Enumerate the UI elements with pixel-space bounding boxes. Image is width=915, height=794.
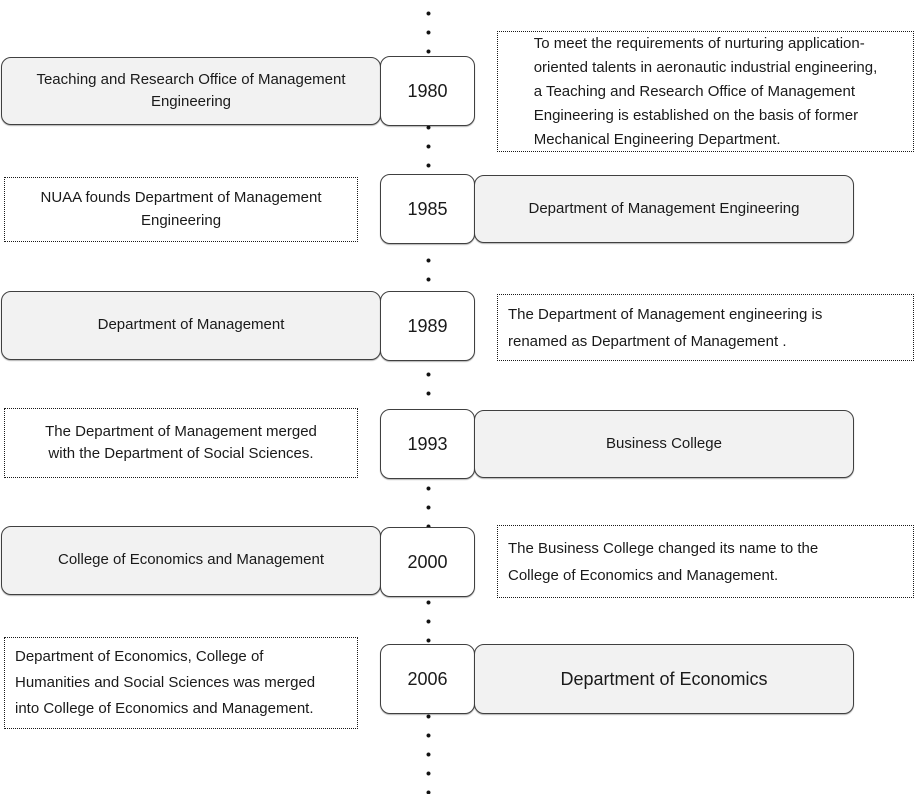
year-badge-1993: 1993 — [380, 409, 475, 479]
event-text: Business College — [606, 434, 722, 452]
year-label: 2006 — [407, 668, 448, 689]
year-badge-2000: 2000 — [380, 527, 475, 597]
event-text: Teaching and Research Office of Manageme… — [36, 70, 346, 111]
event-box-1985-right: Department of Management Engineering — [474, 175, 854, 243]
description-text: NUAA founds Department of Management Eng… — [40, 189, 322, 229]
year-label: 2000 — [407, 551, 448, 572]
year-label: 1985 — [407, 198, 448, 219]
event-text: Department of Economics — [560, 668, 768, 689]
year-badge-1985: 1985 — [380, 174, 475, 244]
event-box-1980-left: Teaching and Research Office of Manageme… — [1, 57, 381, 125]
event-text: Department of Management Engineering — [528, 199, 800, 217]
event-box-2006-right: Department of Economics — [474, 644, 854, 714]
event-box-2000-left: College of Economics and Management — [1, 526, 381, 595]
year-label: 1980 — [407, 80, 448, 101]
description-text: The Department of Management engineering… — [508, 305, 823, 350]
description-text: The Business College changed its name to… — [508, 539, 819, 584]
description-text: Department of Economics, College of Huma… — [15, 648, 316, 717]
timeline-dotted-line — [425, 0, 432, 794]
description-box-1989: The Department of Management engineering… — [497, 294, 914, 361]
event-text: College of Economics and Management — [58, 551, 324, 569]
year-badge-1980: 1980 — [380, 56, 475, 126]
description-text: The Department of Management merged with… — [45, 422, 317, 463]
year-label: 1993 — [407, 433, 448, 454]
event-text: Department of Management — [97, 316, 285, 334]
description-box-1980: To meet the requirements of nurturing ap… — [497, 31, 914, 152]
description-box-2006: Department of Economics, College of Huma… — [4, 637, 358, 729]
year-label: 1989 — [407, 315, 448, 336]
description-text: To meet the requirements of nurturing ap… — [533, 34, 878, 148]
description-box-1985: NUAA founds Department of Management Eng… — [4, 177, 358, 242]
year-badge-1989: 1989 — [380, 291, 475, 361]
event-box-1989-left: Department of Management — [1, 291, 381, 360]
year-badge-2006: 2006 — [380, 644, 475, 714]
description-box-2000: The Business College changed its name to… — [497, 525, 914, 598]
event-box-1993-right: Business College — [474, 410, 854, 478]
description-box-1993: The Department of Management merged with… — [4, 408, 358, 478]
